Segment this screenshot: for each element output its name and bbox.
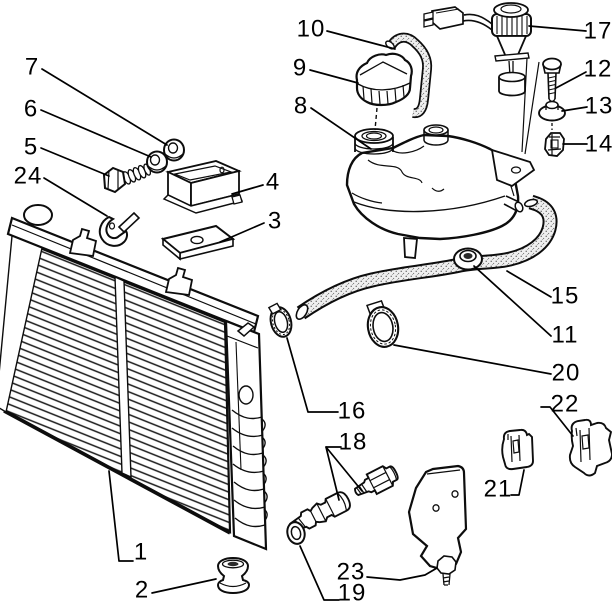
level-sensor bbox=[423, 2, 540, 155]
callout-23: 23 bbox=[337, 559, 366, 586]
callout-23-leader bbox=[366, 567, 438, 581]
callout-19: 19 bbox=[338, 580, 367, 607]
sensor-connector bbox=[423, 6, 464, 30]
retaining-clip bbox=[98, 211, 141, 247]
tank-outlet bbox=[503, 195, 524, 213]
clip-21 bbox=[501, 428, 534, 471]
callout-20-leader bbox=[393, 344, 552, 375]
callout-15: 15 bbox=[551, 283, 580, 310]
sensor-locator-lines bbox=[521, 57, 540, 155]
callout-16: 16 bbox=[338, 398, 367, 425]
callout-14: 14 bbox=[585, 131, 612, 158]
callout-10: 10 bbox=[297, 16, 326, 43]
hose-clamp-large bbox=[366, 299, 400, 348]
radiator-tab bbox=[164, 266, 194, 297]
callout-8: 8 bbox=[294, 93, 308, 120]
radiator-mount-bushing bbox=[216, 556, 251, 595]
tank-flange bbox=[490, 148, 536, 188]
seal-washer bbox=[286, 521, 306, 545]
washer-6 bbox=[146, 150, 168, 174]
tank-filler-neck bbox=[354, 128, 394, 155]
bracket-stud bbox=[436, 555, 457, 586]
mounting-bracket bbox=[162, 160, 244, 214]
callout-3-leader bbox=[219, 222, 265, 243]
callout-15-leader bbox=[506, 270, 552, 298]
callout-9: 9 bbox=[293, 55, 307, 82]
hose-clamp-small bbox=[267, 302, 293, 338]
callout-20: 20 bbox=[552, 360, 581, 387]
callout-6-leader bbox=[40, 109, 152, 158]
callout-22: 22 bbox=[551, 391, 580, 418]
radiator bbox=[0, 204, 268, 551]
callout-5-leader bbox=[40, 147, 110, 177]
callout-3: 3 bbox=[268, 208, 282, 235]
bolt bbox=[102, 163, 152, 194]
callout-18-leader-1 bbox=[325, 446, 363, 492]
callout-13-leader bbox=[561, 106, 588, 112]
callout-5: 5 bbox=[24, 134, 38, 161]
clip-nut bbox=[544, 132, 565, 157]
thermo-switch-sensor bbox=[354, 465, 399, 497]
callout-13: 13 bbox=[585, 93, 612, 120]
callout-2-leader bbox=[151, 578, 217, 594]
mounting-plate bbox=[160, 224, 236, 261]
radiator-divider bbox=[114, 275, 132, 479]
callout-12: 12 bbox=[584, 56, 612, 83]
clip-22 bbox=[568, 418, 612, 477]
sensor-bolt bbox=[542, 57, 562, 103]
callout-8-leader bbox=[310, 107, 372, 150]
callout-4-leader bbox=[231, 184, 264, 195]
callout-2: 2 bbox=[135, 577, 149, 604]
callout-18: 18 bbox=[339, 429, 368, 456]
callout-24: 24 bbox=[14, 163, 43, 190]
washer-7 bbox=[163, 138, 185, 162]
callout-22-leader bbox=[540, 406, 574, 437]
callout-4: 4 bbox=[266, 169, 280, 196]
callout-10-leader bbox=[326, 30, 396, 50]
sensor-washer bbox=[538, 100, 566, 130]
callout-24-leader bbox=[43, 177, 108, 217]
callout-11: 11 bbox=[552, 322, 579, 349]
expansion-tank bbox=[345, 107, 536, 259]
callout-7: 7 bbox=[25, 54, 39, 81]
callout-16-leader bbox=[286, 337, 339, 413]
callout-1-leader bbox=[108, 470, 134, 562]
radiator-tab bbox=[68, 227, 98, 258]
radiator-side-tank bbox=[224, 319, 268, 551]
callout-6: 6 bbox=[24, 96, 38, 123]
callout-12-leader bbox=[555, 71, 587, 89]
callout-7-leader bbox=[41, 68, 168, 146]
support-bracket bbox=[407, 464, 468, 586]
callout-9-leader bbox=[309, 69, 359, 84]
callout-21: 21 bbox=[484, 476, 513, 503]
tank-leg bbox=[403, 237, 418, 259]
callout-17: 17 bbox=[584, 18, 612, 45]
sensor-wire bbox=[462, 13, 493, 31]
callout-19-leader bbox=[299, 545, 340, 601]
callout-11-leader bbox=[473, 265, 552, 337]
callout-1: 1 bbox=[134, 539, 148, 566]
callout-21-leader bbox=[510, 469, 525, 496]
hose-grommet bbox=[453, 247, 483, 271]
tank-cap bbox=[355, 52, 413, 107]
callout-17-leader bbox=[528, 25, 587, 32]
tank-second-neck bbox=[423, 124, 449, 146]
radiator-left-frame bbox=[0, 235, 43, 414]
